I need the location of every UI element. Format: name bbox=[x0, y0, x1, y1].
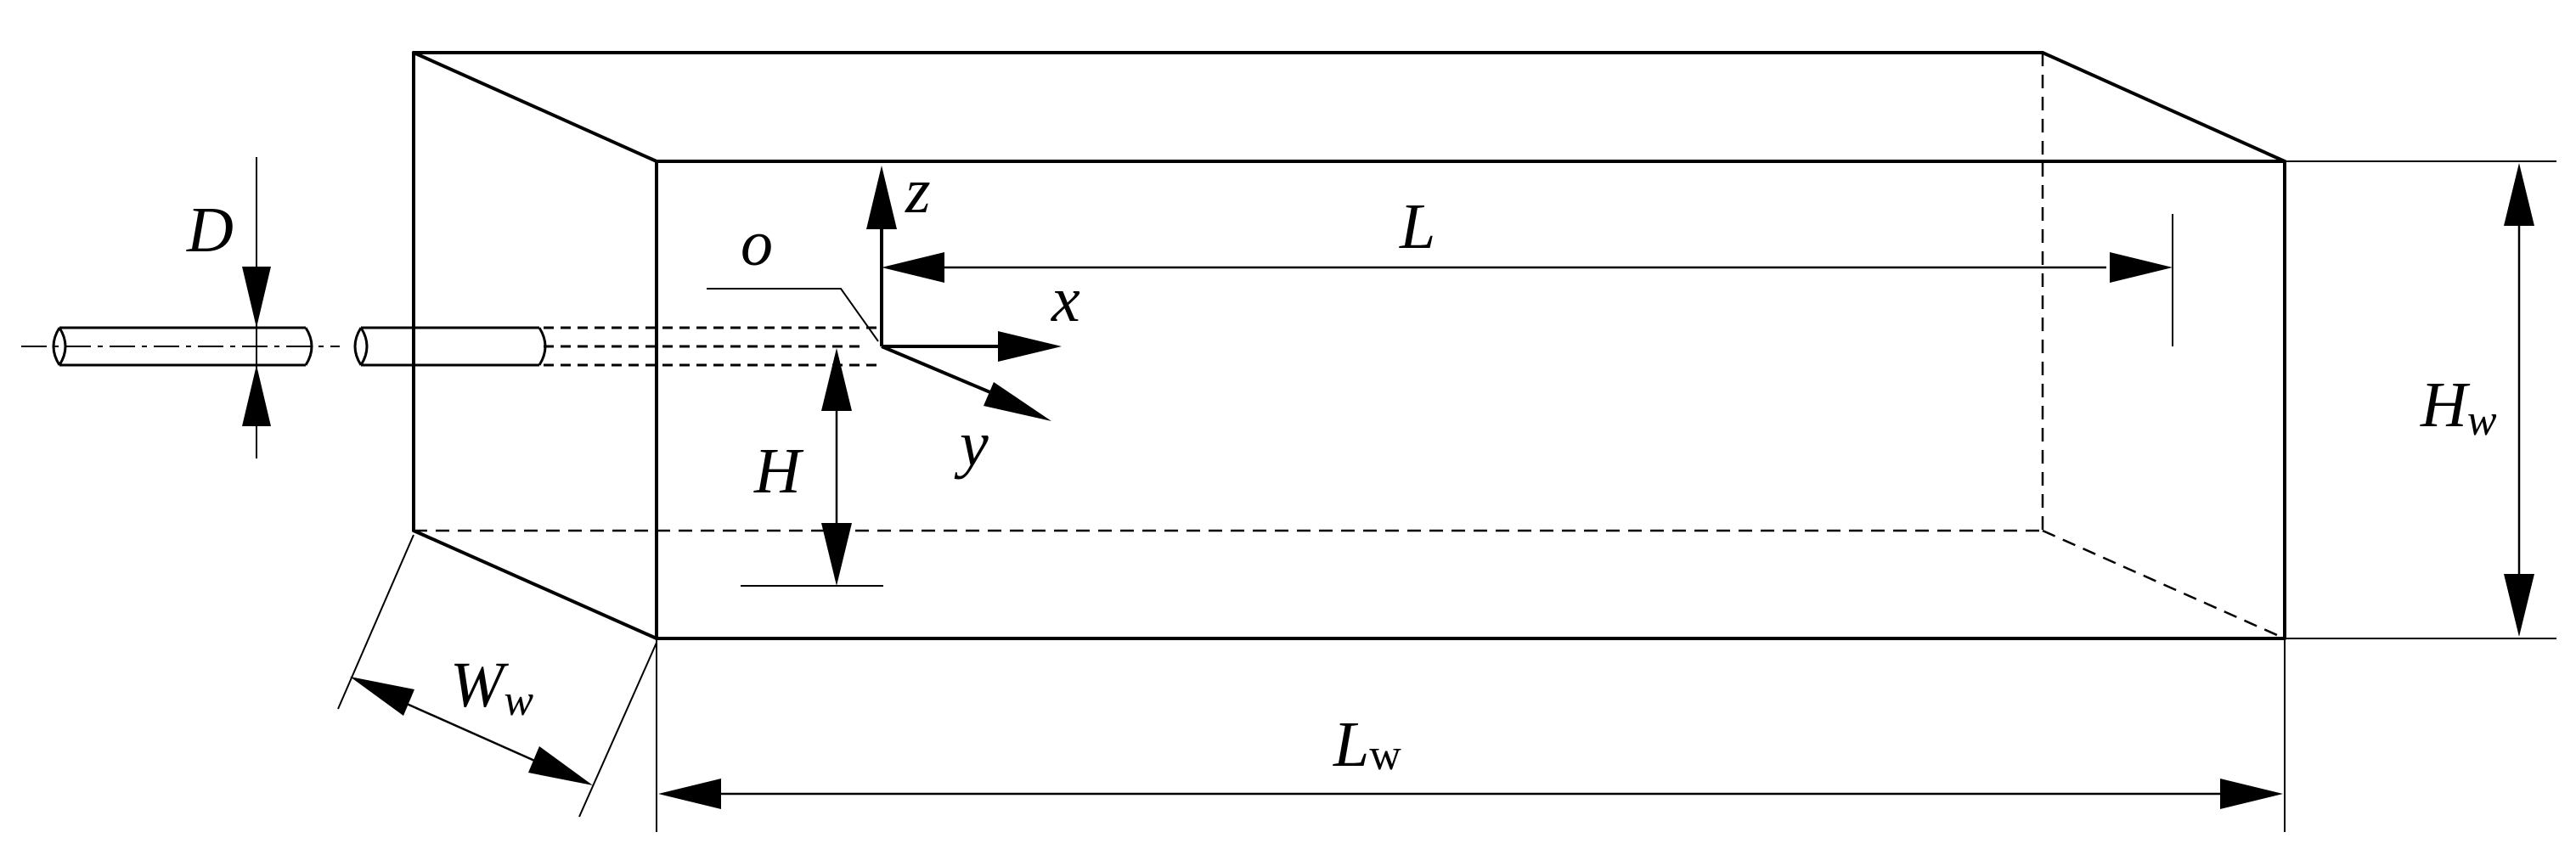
depth-edge-bottom-left bbox=[412, 529, 658, 640]
label-o: o bbox=[741, 208, 773, 279]
z-axis-arrow bbox=[866, 166, 897, 229]
pipe-left-end-b bbox=[58, 327, 67, 366]
dim-D: D bbox=[186, 157, 271, 458]
pipe-left-end-a bbox=[52, 327, 61, 366]
nozzle-pipe bbox=[21, 326, 883, 367]
label-H: H bbox=[753, 436, 804, 507]
coordinate-axes: z x y o bbox=[707, 155, 1080, 480]
dim-Ww-line bbox=[398, 699, 539, 764]
dim-D-arrow-top bbox=[242, 267, 271, 328]
label-Lw: Lw bbox=[1333, 709, 1401, 780]
label-Ww-sub: w bbox=[504, 677, 533, 725]
dim-Hw-arrow-top bbox=[2504, 163, 2534, 226]
pipe-right-end-b bbox=[359, 327, 369, 366]
dim-Ww: Ww bbox=[337, 534, 657, 818]
label-y: y bbox=[954, 408, 989, 480]
origin-leader bbox=[707, 288, 879, 342]
label-Lw-sub: w bbox=[1369, 731, 1401, 779]
pipe-left-end-c bbox=[304, 327, 313, 366]
dim-L-arrow-left bbox=[882, 252, 944, 283]
label-L: L bbox=[1399, 191, 1435, 262]
dim-H-arrow-top bbox=[821, 348, 852, 411]
tank-box bbox=[412, 51, 2286, 640]
label-Hw-sub: w bbox=[2467, 396, 2497, 445]
pipe-right-end-a bbox=[353, 327, 363, 366]
dim-H: H bbox=[741, 348, 883, 587]
dim-L: L bbox=[882, 191, 2173, 346]
dim-Lw-arrow-right bbox=[2220, 779, 2283, 809]
hidden-depth-bottom-right bbox=[2042, 529, 2286, 640]
dim-Ww-arrow-right bbox=[528, 746, 593, 785]
label-z: z bbox=[905, 155, 931, 227]
label-Lw-main: L bbox=[1333, 709, 1369, 780]
dim-Hw: Hw bbox=[2285, 160, 2556, 639]
dim-L-arrow-right bbox=[2110, 252, 2173, 283]
dim-Lw: Lw bbox=[656, 638, 2286, 832]
label-Hw: Hw bbox=[2420, 369, 2497, 445]
dim-Ww-arrow-left bbox=[350, 677, 414, 716]
label-x: x bbox=[1051, 264, 1080, 335]
label-D: D bbox=[186, 194, 234, 266]
depth-edge-top-right bbox=[2041, 51, 2286, 163]
dim-Hw-arrow-bottom bbox=[2504, 574, 2534, 637]
label-Hw-main: H bbox=[2420, 369, 2471, 441]
y-axis-arrow bbox=[984, 382, 1051, 421]
dim-H-arrow-bottom bbox=[821, 523, 852, 586]
depth-edge-top-left bbox=[412, 51, 658, 163]
label-Ww: Ww bbox=[450, 650, 533, 725]
front-face bbox=[655, 160, 2286, 640]
dim-Ww-extension-right bbox=[578, 642, 657, 818]
label-Ww-main: W bbox=[450, 650, 510, 721]
x-axis-arrow bbox=[998, 331, 1062, 362]
y-axis bbox=[881, 345, 1003, 399]
dim-Lw-arrow-left bbox=[658, 779, 721, 809]
dim-D-arrow-bottom bbox=[242, 365, 271, 426]
dim-Ww-extension-left bbox=[337, 534, 414, 710]
